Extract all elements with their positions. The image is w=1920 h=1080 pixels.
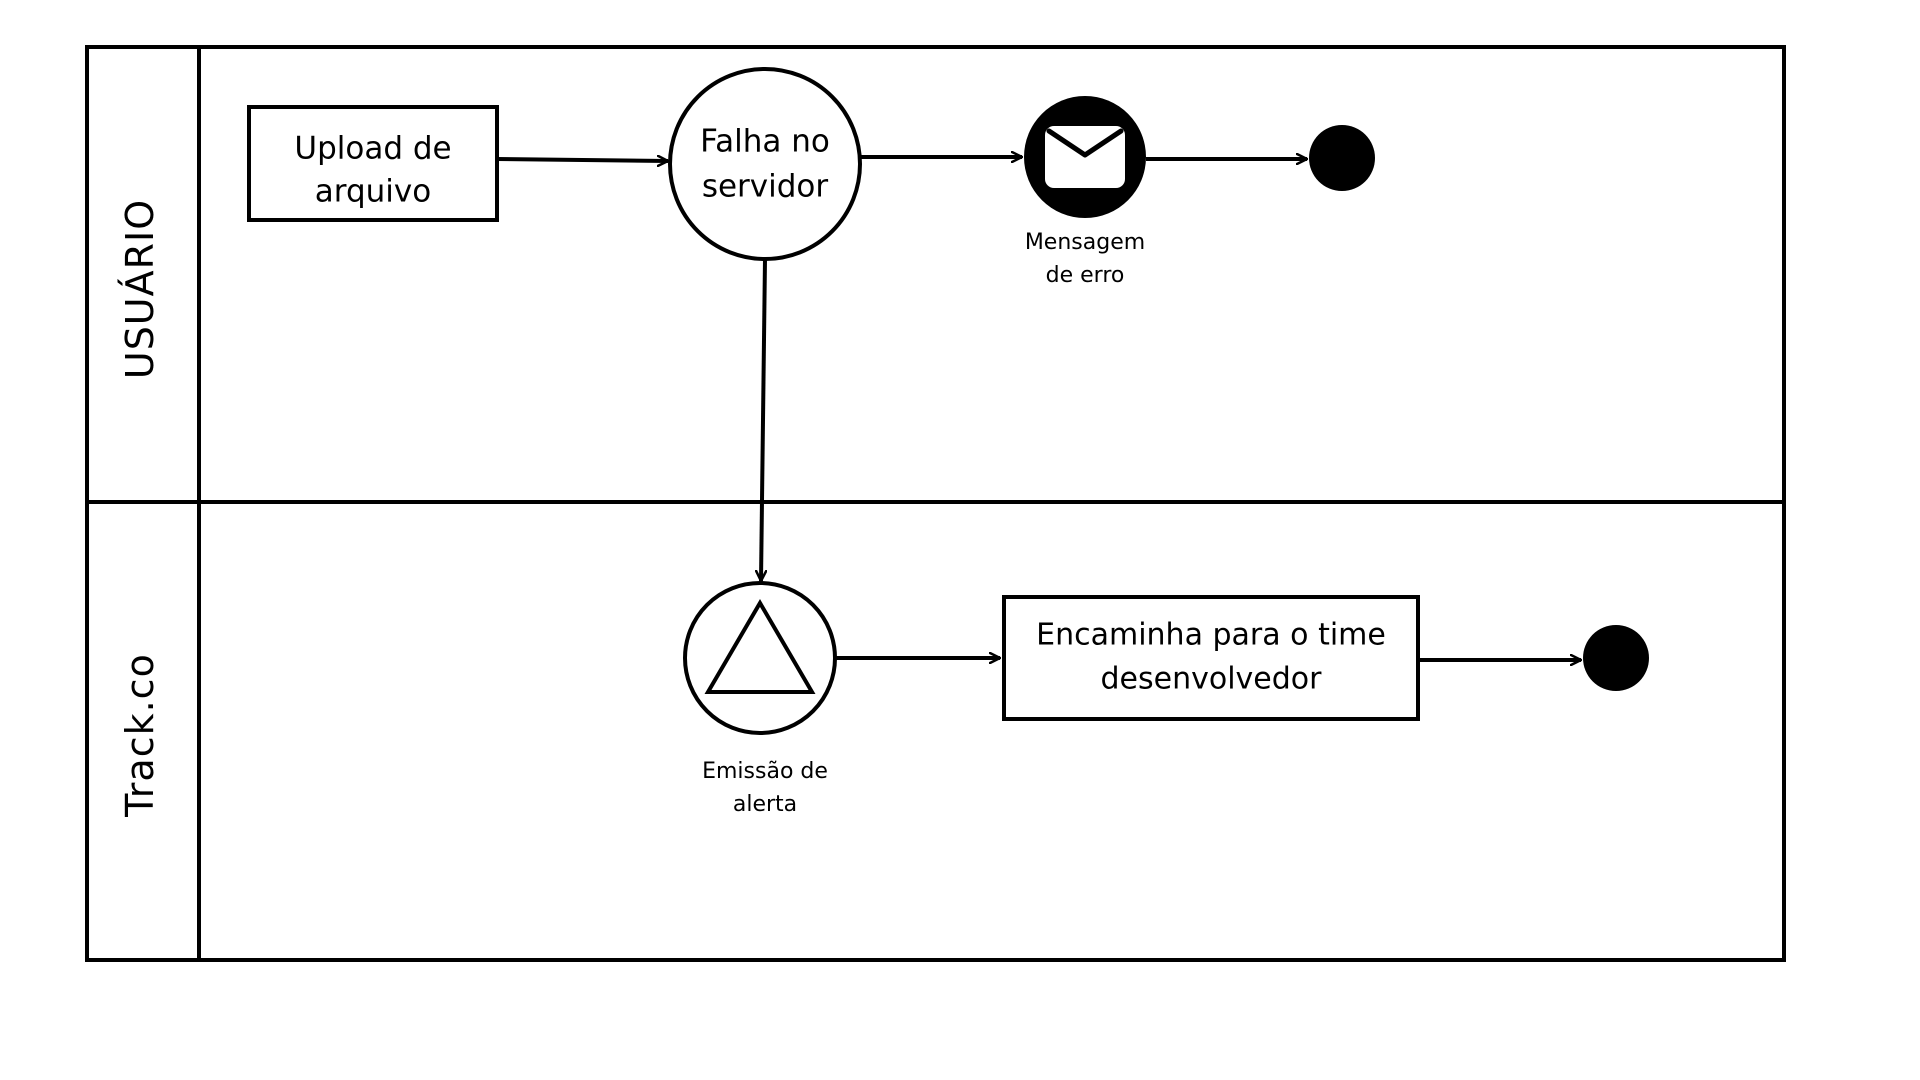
signal-label-line1: Emissão de [702,759,828,784]
envelope-icon [1045,126,1125,188]
flow-falha-to-emissao[interactable] [761,258,765,581]
end-event-usuario[interactable] [1309,125,1375,191]
event-emissao-alerta[interactable]: Emissão de alerta [683,581,837,817]
task-upload-arquivo[interactable]: Upload de arquivo [247,105,499,222]
pool [85,45,1786,962]
task-label-line2: arquivo [315,174,431,210]
message-label-line1: Mensagem [1025,230,1145,255]
end-event-trackco[interactable] [1583,625,1649,691]
task-encaminha-time[interactable]: Encaminha para o time desenvolvedor [1002,595,1420,721]
event-mensagem-erro[interactable]: Mensagem de erro [1024,96,1146,288]
sequence-flows [496,157,1581,660]
task-box [247,105,499,222]
task-label-line1: Upload de [294,131,451,167]
task-label-line1: Encaminha para o time [1036,618,1386,653]
flow-upload-to-falha[interactable] [496,159,668,161]
task-box [1002,595,1420,721]
message-label-line2: de erro [1046,263,1125,288]
triangle-icon [704,599,816,694]
event-circle [668,67,862,261]
event-falha-servidor[interactable]: Falha no servidor [668,67,862,261]
lane-label-trackco: Track.co [118,653,162,818]
event-label-line1: Falha no [700,124,830,160]
task-label-line2: desenvolvedor [1101,662,1323,697]
lane-label-usuario: USUÁRIO [118,199,162,379]
event-label-line2: servidor [702,169,829,205]
signal-label-line2: alerta [733,792,797,817]
